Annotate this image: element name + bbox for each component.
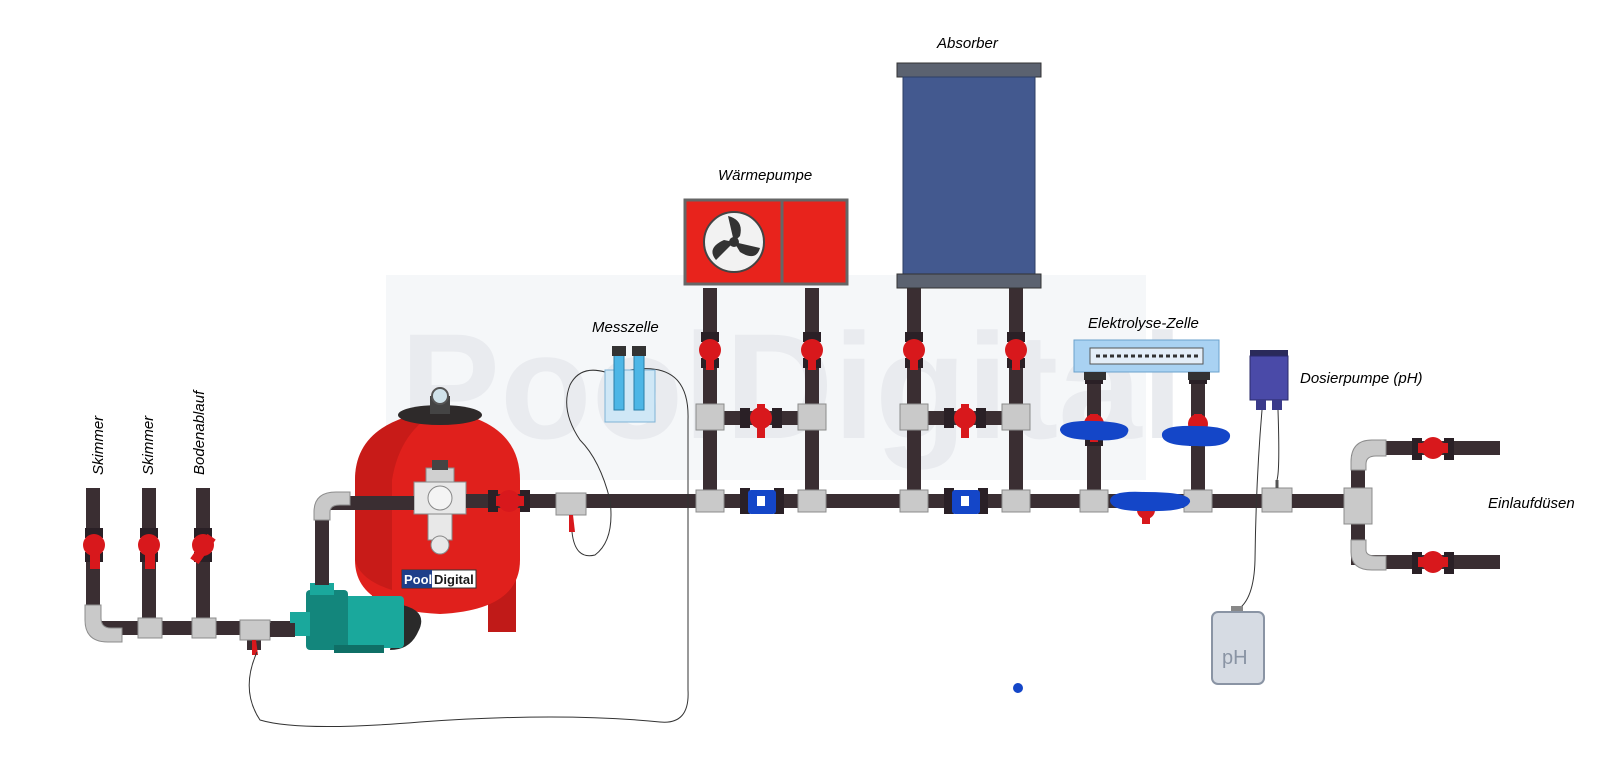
sample-tap [252, 640, 258, 655]
dosierpumpe [1249, 350, 1289, 410]
elektrolyse-zelle [1073, 339, 1220, 380]
circulation-pump [290, 583, 422, 653]
tee-fitting [1001, 403, 1031, 431]
tee-fitting [1079, 489, 1109, 513]
flow-meter [944, 488, 988, 514]
label-elektrolyse: Elektrolyse-Zelle [1088, 315, 1199, 332]
tee-fitting [899, 489, 929, 513]
sample-tubing [248, 368, 689, 728]
tee-fitting [695, 403, 725, 431]
tee-fitting [137, 617, 163, 639]
solar-absorber [896, 62, 1042, 289]
heatpump-valve-out[interactable] [801, 332, 823, 370]
tee-fitting [1343, 487, 1373, 525]
heatpump-valve-in[interactable] [699, 332, 721, 370]
ph-canister: pH [1211, 606, 1265, 685]
tee-fitting [555, 492, 587, 516]
label-bodenablauf: Bodenablauf [191, 389, 208, 475]
sample-tap [569, 515, 575, 532]
absorber-bypass-valve[interactable] [944, 404, 986, 438]
watermark-text: PoolDigital [400, 302, 1183, 470]
tee-fitting [797, 489, 827, 513]
filter-logo: Pool Digital [401, 569, 477, 589]
filter-outlet-valve[interactable] [488, 490, 530, 512]
flow-marker [1060, 420, 1129, 441]
outlet-valve-2[interactable] [1412, 551, 1454, 574]
injection-tee [1261, 487, 1293, 513]
heatpump-bypass-valve[interactable] [740, 404, 782, 438]
canister-label: pH [1222, 647, 1248, 669]
elbow-fitting [84, 604, 123, 643]
tee-fitting [1001, 489, 1031, 513]
logo-part-1: Pool [404, 572, 432, 587]
tee-fitting [239, 619, 271, 641]
outlet-valve-1[interactable] [1412, 437, 1454, 460]
flow-marker [1161, 425, 1231, 447]
skimmer-valve-2[interactable] [138, 528, 160, 569]
tee-fitting [899, 403, 929, 431]
label-absorber: Absorber [936, 35, 999, 52]
marker-dot [1013, 683, 1023, 693]
label-skimmer-1: Skimmer [90, 415, 107, 475]
elbow-fitting [313, 491, 351, 521]
flow-meter [740, 488, 784, 514]
label-skimmer-2: Skimmer [140, 415, 157, 475]
absorber-valve-in[interactable] [903, 332, 925, 370]
dosing-tubing [1236, 409, 1263, 611]
bodenablauf-valve[interactable] [190, 528, 216, 565]
label-dosierpumpe: Dosierpumpe (pH) [1300, 370, 1423, 387]
elbow-fitting [1350, 539, 1387, 571]
heat-pump [683, 198, 849, 286]
tee-fitting [797, 403, 827, 431]
label-messzelle: Messzelle [592, 319, 659, 336]
label-waermepumpe: Wärmepumpe [718, 167, 812, 184]
flow-marker [1110, 491, 1191, 512]
skimmer-valve-1[interactable] [83, 528, 105, 569]
sample-tubing [566, 369, 612, 557]
label-einlaufduesen: Einlaufdüsen [1488, 495, 1575, 512]
messzelle [604, 346, 656, 423]
logo-part-2: Digital [434, 572, 474, 587]
dosing-tubing [1276, 409, 1280, 481]
elbow-fitting [1350, 439, 1387, 471]
absorber-valve-out[interactable] [1005, 332, 1027, 370]
tee-fitting [191, 617, 217, 639]
tee-fitting [695, 489, 725, 513]
